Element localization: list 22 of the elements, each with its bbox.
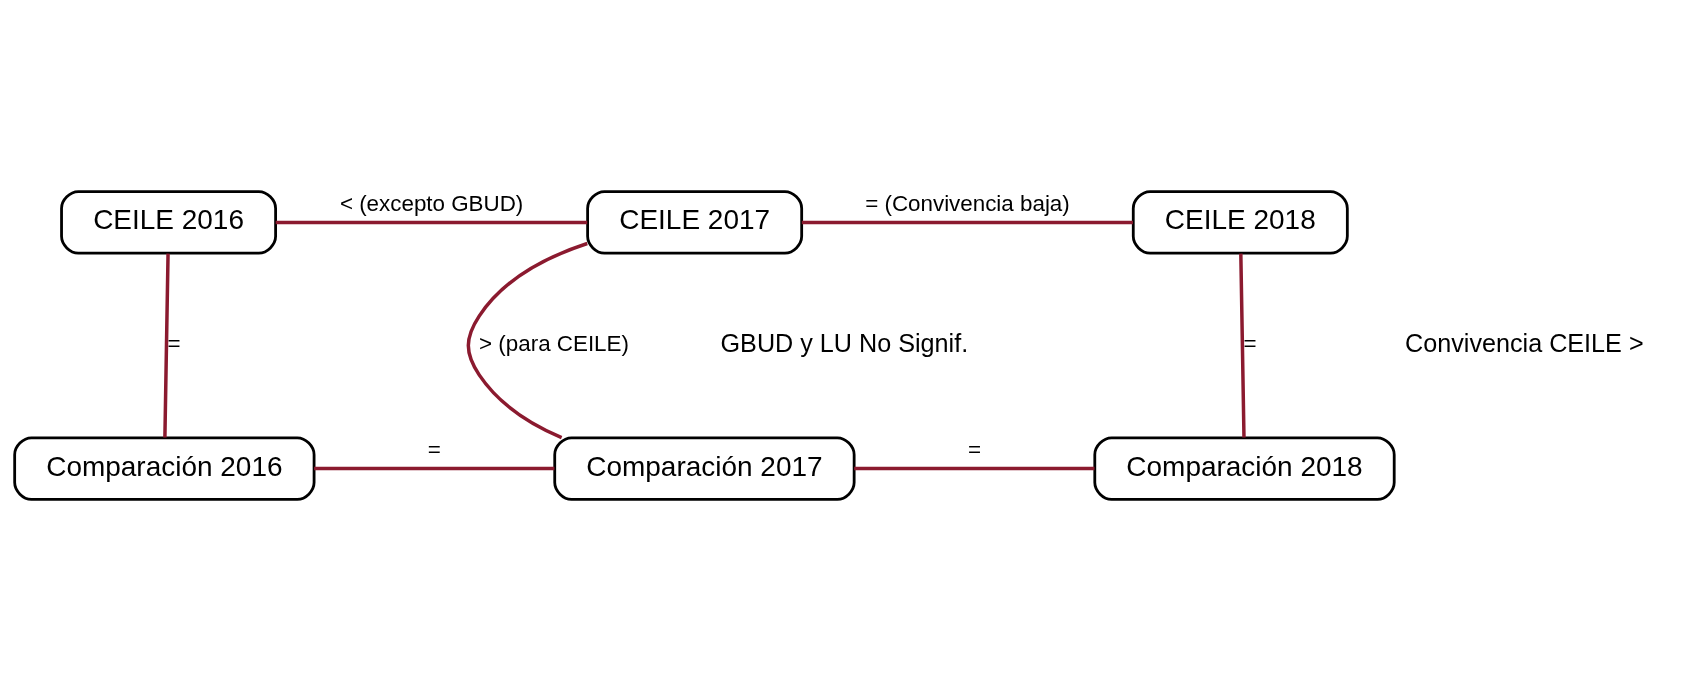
edge-label: = xyxy=(967,436,982,462)
connector xyxy=(163,253,170,438)
connector xyxy=(1239,253,1246,438)
connector xyxy=(314,466,555,470)
node-box: Comparación 2016 xyxy=(13,435,316,501)
connector xyxy=(466,241,588,439)
edge-label: = (Convivencia baja) xyxy=(865,190,1070,216)
node-box: Comparación 2017 xyxy=(553,435,856,501)
edge-label: = xyxy=(427,436,441,462)
node-box: CEILE 2018 xyxy=(1131,189,1349,255)
label: GBUD y LU No Signif. xyxy=(720,328,969,357)
edge-label: = xyxy=(167,330,181,356)
label: Convivencia CEILE > xyxy=(1405,328,1644,357)
edge-label: = xyxy=(1243,330,1257,356)
connector xyxy=(275,220,588,224)
connector xyxy=(854,466,1095,470)
connector xyxy=(801,220,1133,224)
node-box: CEILE 2017 xyxy=(586,189,804,255)
edge-label: < (excepto GBUD) xyxy=(339,190,524,216)
node-box: Comparación 2018 xyxy=(1093,435,1396,501)
edge-label: > (para CEILE) xyxy=(479,330,629,356)
node-box: CEILE 2016 xyxy=(60,189,277,255)
